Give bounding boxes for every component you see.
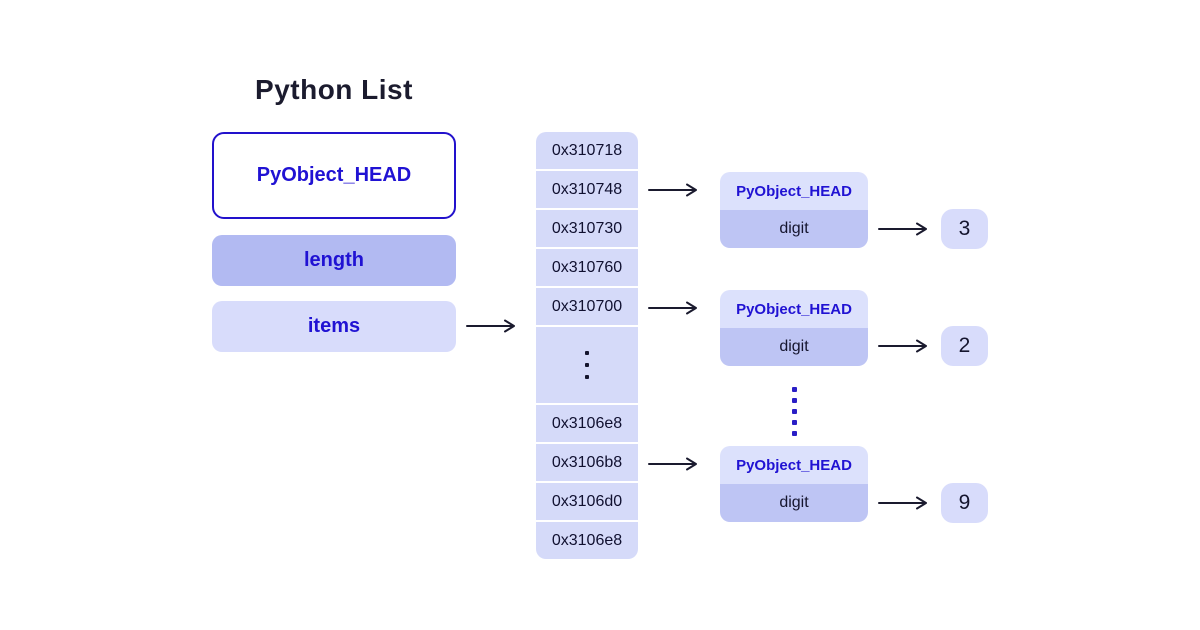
digit-field-label: digit xyxy=(720,210,868,248)
pyobject-box: PyObject_HEAD digit xyxy=(720,172,868,248)
value-chip: 3 xyxy=(941,209,988,249)
memory-cell: 0x3106d0 xyxy=(536,483,638,520)
memory-cell: 0x310700 xyxy=(536,288,638,325)
arrow-right-icon xyxy=(878,339,934,353)
memory-address-column: 0x310718 0x310748 0x310730 0x310760 0x31… xyxy=(536,132,638,559)
vertical-ellipsis-icon xyxy=(792,384,797,439)
arrow-right-icon xyxy=(466,319,522,333)
length-box: length xyxy=(212,235,456,286)
arrow-right-icon xyxy=(648,183,704,197)
memory-cell: 0x3106b8 xyxy=(536,444,638,481)
pyobject-box: PyObject_HEAD digit xyxy=(720,290,868,366)
pyobject-box: PyObject_HEAD digit xyxy=(720,446,868,522)
value-chip: 2 xyxy=(941,326,988,366)
arrow-right-icon xyxy=(648,301,704,315)
items-box: items xyxy=(212,301,456,352)
memory-cell: 0x310718 xyxy=(536,132,638,169)
digit-field-label: digit xyxy=(720,484,868,522)
value-chip: 9 xyxy=(941,483,988,523)
pyobject-head-label: PyObject_HEAD xyxy=(720,446,868,484)
memory-cell: 0x3106e8 xyxy=(536,522,638,559)
memory-cell: 0x3106e8 xyxy=(536,405,638,442)
length-label: length xyxy=(304,249,364,271)
pyobject-head-label: PyObject_HEAD xyxy=(256,164,412,186)
pyobject-head-label: PyObject_HEAD xyxy=(720,172,868,210)
pyobject-head-box: PyObject_HEAD xyxy=(212,132,456,219)
arrow-right-icon xyxy=(878,222,934,236)
vertical-ellipsis-icon xyxy=(585,347,589,383)
page-title: Python List xyxy=(255,74,413,105)
pyobject-head-label: PyObject_HEAD xyxy=(720,290,868,328)
digit-field-label: digit xyxy=(720,328,868,366)
arrow-right-icon xyxy=(648,457,704,471)
arrow-right-icon xyxy=(878,496,934,510)
memory-cell: 0x310760 xyxy=(536,249,638,286)
memory-cell: 0x310730 xyxy=(536,210,638,247)
memory-cell-ellipsis xyxy=(536,327,638,403)
memory-cell: 0x310748 xyxy=(536,171,638,208)
items-label: items xyxy=(307,315,361,337)
